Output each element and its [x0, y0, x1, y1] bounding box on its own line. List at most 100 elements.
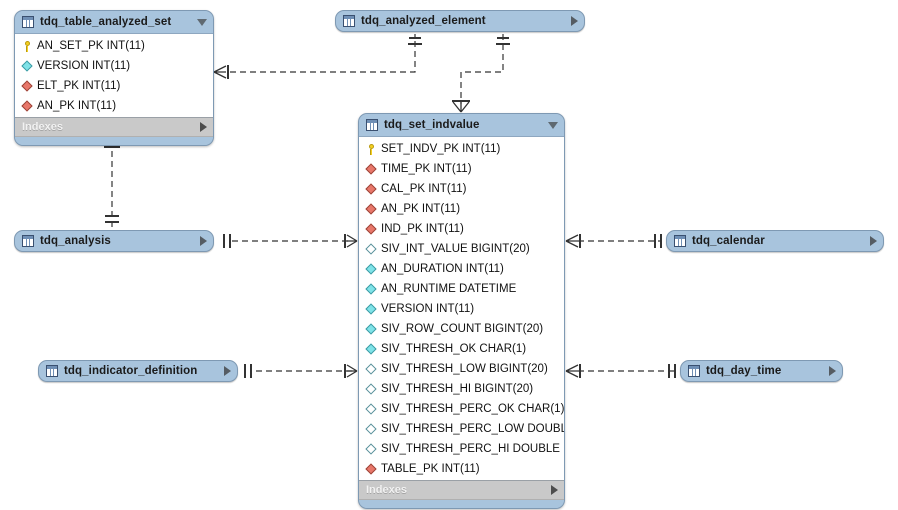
field-row[interactable]: SIV_THRESH_LOW BIGINT(20) — [359, 359, 564, 379]
field-row[interactable]: CAL_PK INT(11) — [359, 179, 564, 199]
table-tdq-analysis[interactable]: tdq_analysis — [14, 230, 214, 252]
table-icon — [366, 119, 378, 131]
table-icon — [46, 365, 58, 377]
table-tdq-day-time[interactable]: tdq_day_time — [680, 360, 843, 382]
table-header[interactable]: tdq_analyzed_element — [343, 11, 578, 31]
table-name: tdq_table_analyzed_set — [40, 16, 172, 28]
nullable-column-icon — [365, 443, 378, 456]
field-row[interactable]: AN_SET_PK INT(11) — [15, 36, 213, 56]
field-row[interactable]: SIV_THRESH_HI BIGINT(20) — [359, 379, 564, 399]
field-label: AN_RUNTIME DATETIME — [381, 283, 517, 295]
indexes-label: Indexes — [366, 484, 407, 496]
table-footer — [359, 500, 564, 508]
indexes-section[interactable]: Indexes — [15, 118, 213, 137]
not-null-column-icon — [365, 263, 378, 276]
table-name: tdq_analysis — [40, 235, 111, 247]
chevron-right-icon[interactable] — [551, 485, 558, 495]
table-tdq-set-indvalue[interactable]: tdq_set_indvalue SET_INDV_PK INT(11) TIM… — [358, 113, 565, 509]
field-label: SIV_THRESH_LOW BIGINT(20) — [381, 363, 548, 375]
table-name: tdq_set_indvalue — [384, 119, 480, 131]
field-row[interactable]: SIV_THRESH_OK CHAR(1) — [359, 339, 564, 359]
table-tdq-indicator-definition[interactable]: tdq_indicator_definition — [38, 360, 238, 382]
chevron-down-icon[interactable] — [548, 121, 558, 129]
table-icon — [22, 235, 34, 247]
chevron-right-icon[interactable] — [200, 122, 207, 132]
field-label: TABLE_PK INT(11) — [381, 463, 480, 475]
field-row[interactable]: SIV_THRESH_PERC_HI DOUBLE — [359, 439, 564, 459]
not-null-column-icon — [365, 283, 378, 296]
field-list: SET_INDV_PK INT(11) TIME_PK INT(11) CAL_… — [359, 136, 564, 481]
relationship-analyzed-element-set-indvalue — [452, 34, 510, 113]
foreign-key-icon — [365, 223, 378, 236]
field-label: SIV_THRESH_PERC_LOW DOUBLE — [381, 423, 565, 435]
field-row[interactable]: VERSION INT(11) — [15, 56, 213, 76]
table-tdq-analyzed-element[interactable]: tdq_analyzed_element — [335, 10, 585, 32]
field-row[interactable]: TABLE_PK INT(11) — [359, 459, 564, 479]
nullable-column-icon — [365, 403, 378, 416]
nullable-column-icon — [365, 383, 378, 396]
field-row[interactable]: SIV_THRESH_PERC_LOW DOUBLE — [359, 419, 564, 439]
table-header[interactable]: tdq_indicator_definition — [46, 361, 231, 381]
table-header[interactable]: tdq_calendar — [674, 231, 877, 251]
chevron-right-icon[interactable] — [571, 16, 578, 26]
relationship-analysis-set-indvalue — [223, 234, 358, 248]
field-label: AN_SET_PK INT(11) — [37, 40, 145, 52]
field-row[interactable]: SIV_ROW_COUNT BIGINT(20) — [359, 319, 564, 339]
field-label: ELT_PK INT(11) — [37, 80, 121, 92]
not-null-column-icon — [365, 303, 378, 316]
field-label: VERSION INT(11) — [37, 60, 131, 72]
field-row[interactable]: ELT_PK INT(11) — [15, 76, 213, 96]
chevron-right-icon[interactable] — [200, 236, 207, 246]
primary-key-icon — [365, 143, 378, 156]
indexes-section[interactable]: Indexes — [359, 481, 564, 500]
chevron-down-icon[interactable] — [197, 18, 207, 26]
field-label: SIV_THRESH_PERC_HI DOUBLE — [381, 443, 560, 455]
field-label: AN_PK INT(11) — [37, 100, 117, 112]
field-label: VERSION INT(11) — [381, 303, 475, 315]
field-row[interactable]: AN_DURATION INT(11) — [359, 259, 564, 279]
table-icon — [343, 15, 355, 27]
field-label: SIV_ROW_COUNT BIGINT(20) — [381, 323, 544, 335]
foreign-key-icon — [21, 80, 34, 93]
chevron-right-icon[interactable] — [870, 236, 877, 246]
field-row[interactable]: VERSION INT(11) — [359, 299, 564, 319]
table-tdq-calendar[interactable]: tdq_calendar — [666, 230, 884, 252]
indexes-label: Indexes — [22, 121, 63, 133]
field-label: SIV_THRESH_OK CHAR(1) — [381, 343, 527, 355]
not-null-column-icon — [365, 323, 378, 336]
field-row[interactable]: SET_INDV_PK INT(11) — [359, 139, 564, 159]
field-label: AN_DURATION INT(11) — [381, 263, 504, 275]
field-row[interactable]: AN_PK INT(11) — [359, 199, 564, 219]
foreign-key-icon — [365, 463, 378, 476]
field-row[interactable]: SIV_THRESH_PERC_OK CHAR(1) — [359, 399, 564, 419]
table-tdq-table-analyzed-set[interactable]: tdq_table_analyzed_set AN_SET_PK INT(11)… — [14, 10, 214, 146]
field-row[interactable]: TIME_PK INT(11) — [359, 159, 564, 179]
field-row[interactable]: SIV_INT_VALUE BIGINT(20) — [359, 239, 564, 259]
table-name: tdq_day_time — [706, 365, 782, 377]
table-footer — [15, 137, 213, 145]
relationship-set-indvalue-calendar — [565, 234, 662, 248]
chevron-right-icon[interactable] — [829, 366, 836, 376]
primary-key-icon — [21, 40, 34, 53]
table-icon — [674, 235, 686, 247]
table-header[interactable]: tdq_analysis — [22, 231, 207, 251]
table-icon — [688, 365, 700, 377]
relationship-set-indvalue-day-time — [565, 364, 676, 378]
field-label: CAL_PK INT(11) — [381, 183, 467, 195]
field-list: AN_SET_PK INT(11) VERSION INT(11) ELT_PK… — [15, 33, 213, 118]
field-label: SET_INDV_PK INT(11) — [381, 143, 501, 155]
relationship-indicator-definition-set-indvalue — [244, 364, 358, 378]
field-row[interactable]: AN_RUNTIME DATETIME — [359, 279, 564, 299]
field-label: IND_PK INT(11) — [381, 223, 464, 235]
field-label: AN_PK INT(11) — [381, 203, 461, 215]
foreign-key-icon — [365, 183, 378, 196]
table-header[interactable]: tdq_set_indvalue — [359, 114, 564, 136]
table-name: tdq_analyzed_element — [361, 15, 486, 27]
nullable-column-icon — [365, 423, 378, 436]
field-row[interactable]: IND_PK INT(11) — [359, 219, 564, 239]
table-header[interactable]: tdq_table_analyzed_set — [15, 11, 213, 33]
table-header[interactable]: tdq_day_time — [688, 361, 836, 381]
field-row[interactable]: AN_PK INT(11) — [15, 96, 213, 116]
chevron-right-icon[interactable] — [224, 366, 231, 376]
